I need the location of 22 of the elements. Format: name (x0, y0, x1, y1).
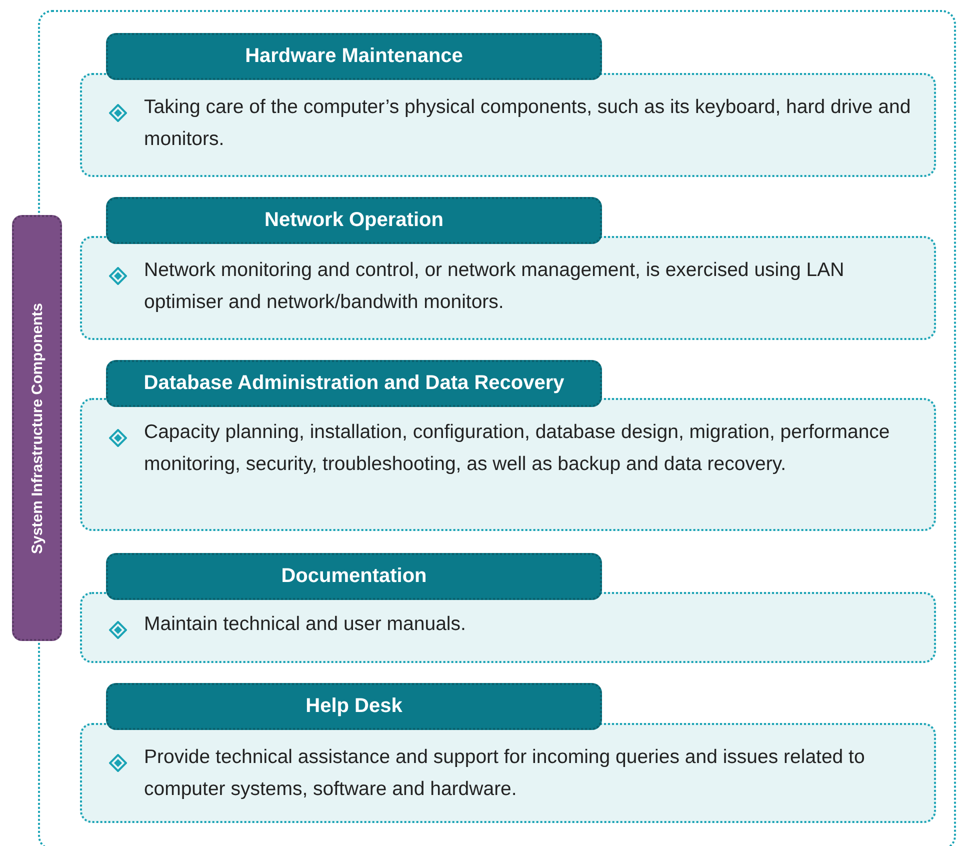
description-panel (80, 398, 936, 531)
side-band (12, 215, 62, 641)
heading-bar (106, 197, 602, 244)
heading-bar (106, 683, 602, 730)
description-text: Capacity planning, installation, configuration, database design, migration, performance monitoring, security, troubleshooting, as well as backup and data recovery. (144, 420, 891, 477)
heading-text: Hardware Maintenance (245, 45, 463, 68)
description-text: Taking care of the computer’s physical components, such as its keyboard, hard drive and monitors. (144, 95, 912, 152)
description-text: Provide technical assistance and support for incoming queries and issues related to computer systems, software and hardware. (144, 745, 866, 802)
description-panel (80, 236, 936, 340)
description-panel (80, 723, 936, 823)
heading-text: Network Operation (264, 209, 444, 232)
vertical-title: System Infrastructure Components (28, 302, 46, 554)
description-panel (80, 73, 936, 177)
heading-text: Database Administration and Data Recovery (144, 372, 564, 395)
heading-text: Documentation (281, 565, 427, 588)
heading-bar (106, 360, 602, 407)
description-panel (80, 592, 936, 663)
heading-bar (106, 33, 602, 80)
description-text: Maintain technical and user manuals. (144, 612, 467, 637)
description-text: Network monitoring and control, or network management, is exercised using LAN optimiser and network/bandwith monitors. (144, 258, 846, 315)
heading-bar (106, 553, 602, 600)
heading-text: Help Desk (306, 695, 402, 718)
